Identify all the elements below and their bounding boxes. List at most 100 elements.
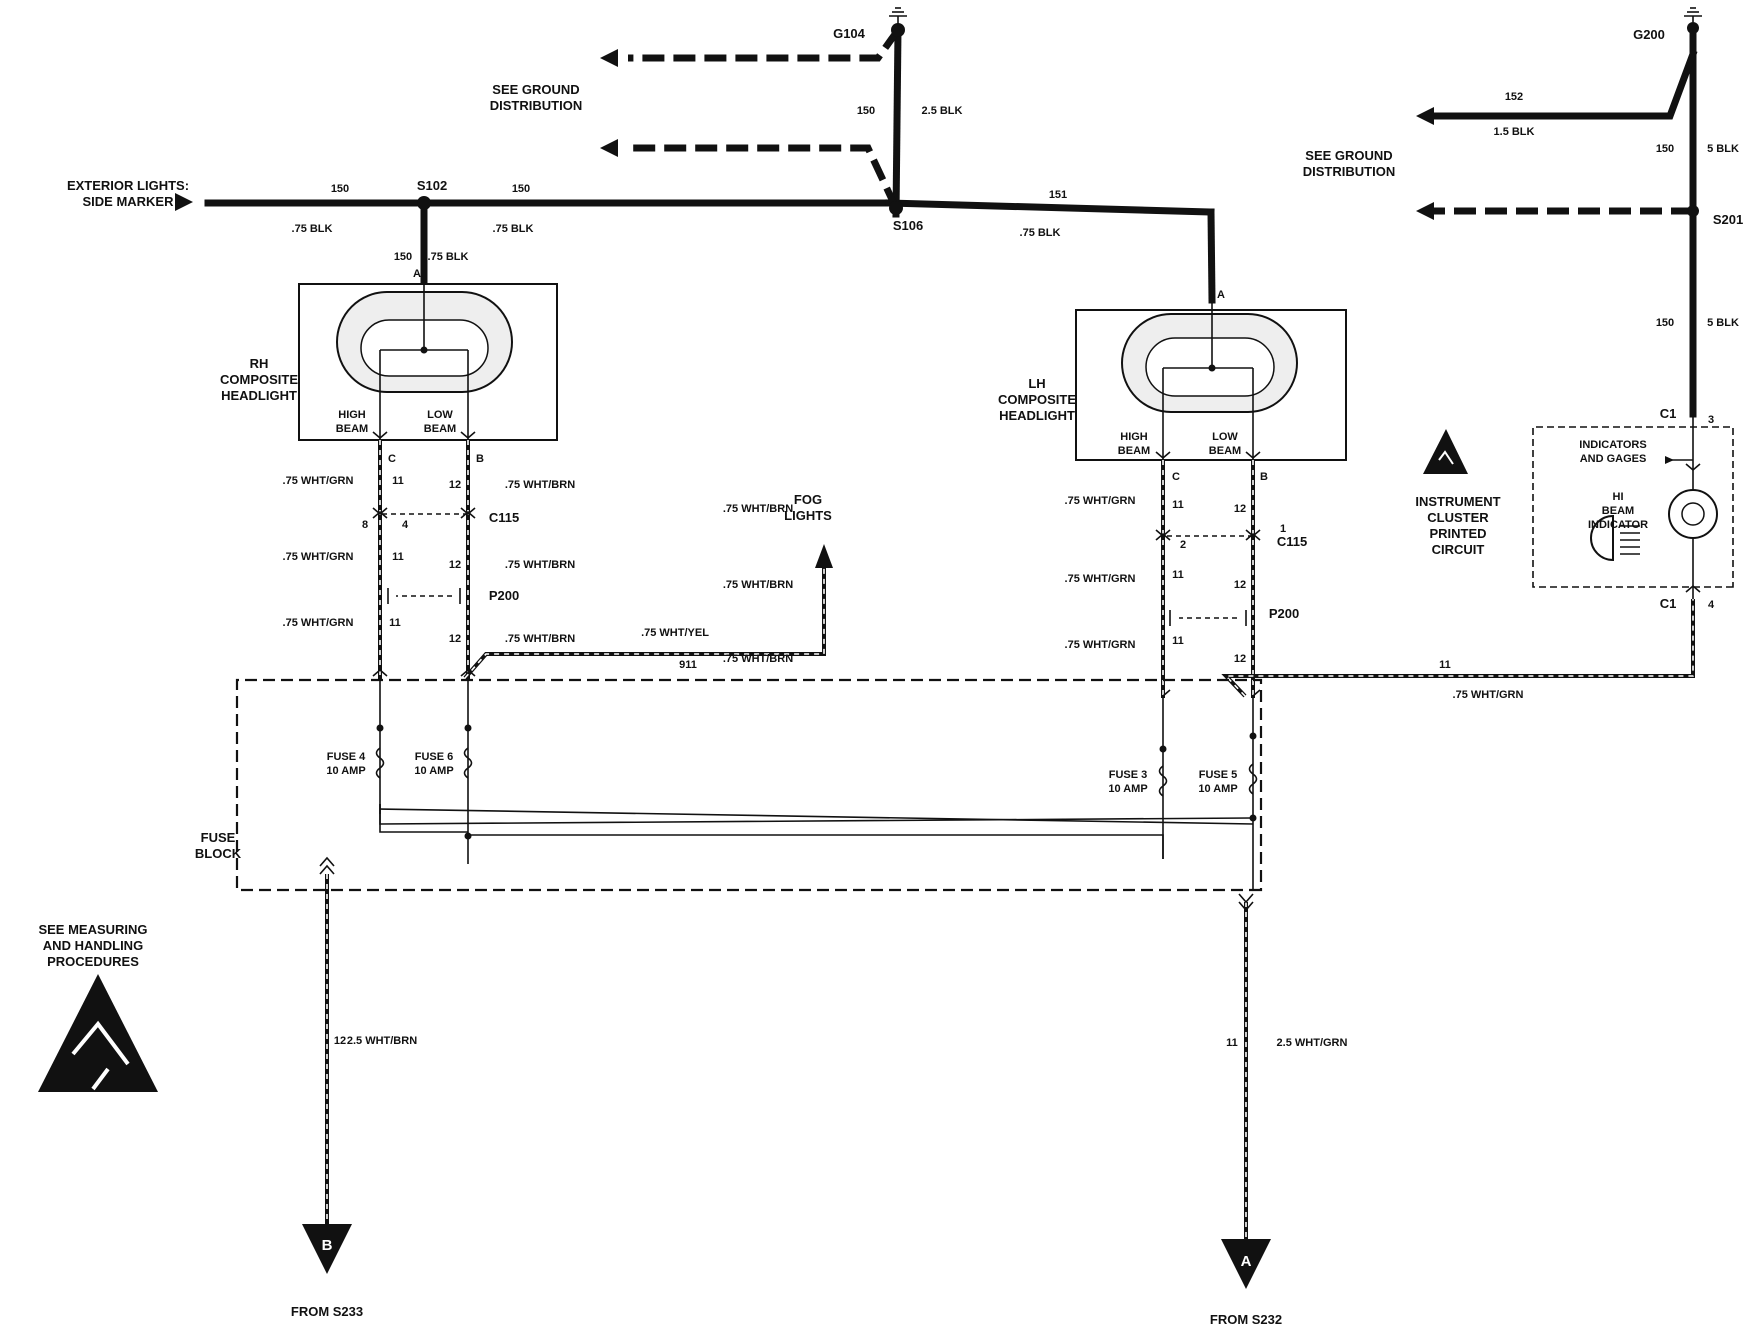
rh-pin-c: C (388, 453, 396, 465)
blk-label-7: 5 BLK (1707, 143, 1739, 155)
text-layer: EXTERIOR LIGHTS:SIDE MARKER SEE GROUNDDI… (38, 26, 1743, 1327)
exterior-lights-arrow (175, 193, 193, 211)
wire-151-drop (1207, 208, 1216, 304)
wire-152 (1429, 49, 1698, 120)
rh-composite-label: COMPOSITE (220, 372, 298, 387)
fog-lights-arrow (815, 544, 833, 568)
lh-c11-3: 11 (1172, 635, 1184, 647)
caution-triangles (38, 429, 1468, 1092)
blk-label-1: .75 BLK (292, 223, 333, 235)
wire-151-main (885, 199, 1215, 216)
rh-wht-brn-1: .75 WHT/BRN (505, 479, 575, 491)
lh-pin-b: B (1260, 471, 1268, 483)
connector-b-letter: B (322, 1237, 333, 1254)
p200-lh-label: P200 (1269, 606, 1299, 621)
lh-c11-1: 11 (1172, 499, 1184, 511)
s201-label: S201 (1713, 212, 1743, 227)
fuse4-icon (375, 747, 385, 779)
fog-label: FOG (794, 492, 822, 507)
ground-arrow-right-a (1416, 202, 1434, 220)
lh-wht-grn-1: .75 WHT/GRN (1065, 495, 1136, 507)
ground-g104-dot (891, 23, 905, 37)
lh-low-beam-label: BEAM (1209, 445, 1241, 457)
gages-label-2: AND GAGES (1580, 453, 1647, 465)
cluster-label-2: CLUSTER (1427, 510, 1489, 525)
rh-wht-grn-2: .75 WHT/GRN (283, 551, 354, 563)
c1-bottom-label: C1 (1660, 596, 1677, 611)
rh-pin-b: B (476, 453, 484, 465)
blk-label-3: .75 BLK (428, 251, 469, 263)
rh-high-label: HIGH (338, 409, 366, 421)
source-connectors (302, 1224, 1271, 1289)
lh-high-beam-label: BEAM (1118, 445, 1150, 457)
splices (417, 22, 1699, 217)
s232-c11-label: 11 (1226, 1037, 1238, 1049)
fuse-block-internals (319, 680, 1258, 912)
g104-label: G104 (833, 26, 866, 41)
wht-grn-25-label: 2.5 WHT/GRN (1277, 1037, 1348, 1049)
instrument-cluster (1532, 414, 1734, 599)
c115-lh-label: C115 (1277, 534, 1307, 549)
fuse4-amp: 10 AMP (326, 765, 365, 777)
from-s233-label: FROM S233 (291, 1304, 363, 1319)
lh-low-label: LOW (1212, 431, 1238, 443)
lh-c11-2: 11 (1172, 569, 1184, 581)
rh-low-beam-label: BEAM (424, 423, 456, 435)
fuse3-label: FUSE 3 (1109, 769, 1148, 781)
lh-headlight-label: HEADLIGHT (999, 408, 1075, 423)
lh-headlight (1075, 300, 1347, 461)
cluster-wht-grn-label: .75 WHT/GRN (1453, 689, 1524, 701)
ground-bus (204, 24, 1697, 418)
lh-c12-1: 12 (1234, 503, 1246, 515)
lh-wht-brn-1: .75 WHT/BRN (723, 503, 793, 515)
connector-b (302, 1224, 352, 1274)
c150-label-3: 150 (394, 251, 412, 263)
rh-c12-3: 12 (449, 633, 461, 645)
lh-c12-2: 12 (1234, 579, 1246, 591)
blk-label-6: 1.5 BLK (1494, 126, 1535, 138)
lh-wht-grn-2: .75 WHT/GRN (1065, 573, 1136, 585)
indicator-label-2: BEAM (1602, 505, 1634, 517)
cluster-c11-label: 11 (1439, 659, 1451, 671)
fuse5-amp: 10 AMP (1198, 783, 1237, 795)
fuse5-icon (1248, 763, 1258, 795)
rh-wht-grn-3: .75 WHT/GRN (283, 617, 354, 629)
blk-label-5: .75 BLK (1020, 227, 1061, 239)
esd-measuring-icon (38, 974, 158, 1092)
cluster-pin3: 3 (1708, 414, 1714, 426)
fuse-block-label-2: BLOCK (195, 846, 242, 861)
fuse-block-label-1: FUSE (201, 830, 236, 845)
fuse6-amp: 10 AMP (414, 765, 453, 777)
hi-beam-lamp-icon (1668, 489, 1718, 539)
measuring-label-3: PROCEDURES (47, 954, 139, 969)
gages-label-1: INDICATORS (1579, 439, 1646, 451)
ground-g200-dot (1687, 22, 1699, 34)
from-s232-label: FROM S232 (1210, 1312, 1282, 1327)
rh-c11-1: 11 (392, 475, 404, 487)
rh-wht-brn-2: .75 WHT/BRN (505, 559, 575, 571)
blk-label-4: 2.5 BLK (922, 105, 963, 117)
lh-wht-grn-3: .75 WHT/GRN (1065, 639, 1136, 651)
ground-dist-right-1: SEE GROUND (1305, 148, 1392, 163)
cluster-outline (1532, 426, 1734, 588)
g200-label: G200 (1633, 27, 1665, 42)
fuse4-label: FUSE 4 (327, 751, 366, 763)
c152-label: 152 (1505, 91, 1523, 103)
ground-dist-top-1: SEE GROUND (492, 82, 579, 97)
rh-wht-brn-3: .75 WHT/BRN (505, 633, 575, 645)
ground-arrow-mid (600, 139, 618, 157)
splice-s106 (889, 201, 903, 215)
fuse-block-outline (235, 678, 1263, 892)
exterior-lights-label: EXTERIOR LIGHTS: (67, 178, 189, 193)
connector-a (1221, 1239, 1271, 1289)
headlamp-icon (1590, 514, 1640, 562)
arrowheads (175, 49, 1434, 220)
side-marker-label: SIDE MARKER (82, 194, 174, 209)
fog-lights-label: LIGHTS (784, 508, 832, 523)
cluster-pin4: 4 (1708, 599, 1715, 611)
ground-dist-top-2: DISTRIBUTION (490, 98, 582, 113)
rh-headlight-label: HEADLIGHT (221, 388, 297, 403)
c115-lh-pin2: 2 (1180, 539, 1186, 551)
dash-lead-mid (628, 144, 900, 210)
rh-c11-3: 11 (389, 617, 401, 629)
